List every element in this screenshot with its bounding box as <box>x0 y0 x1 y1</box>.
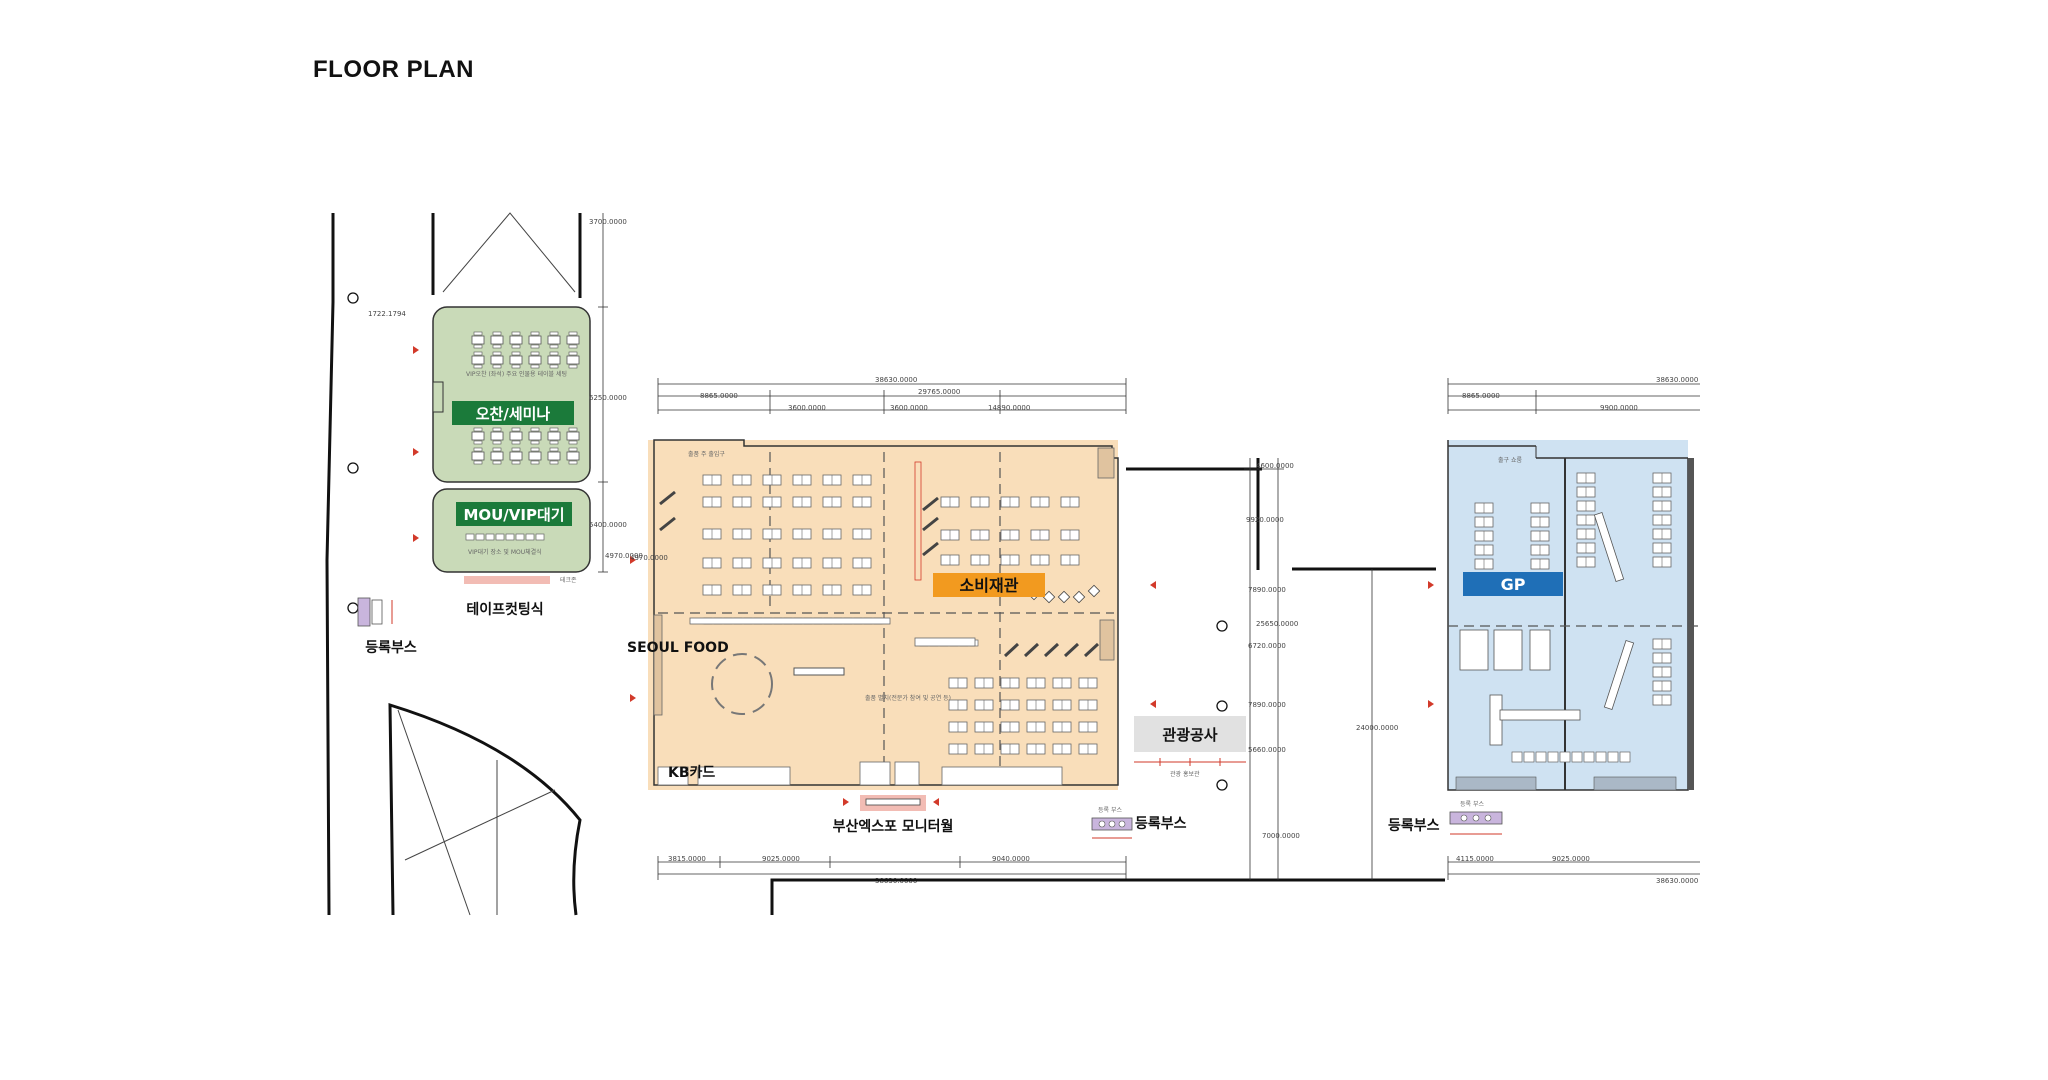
svg-text:7890.0000: 7890.0000 <box>1248 701 1286 709</box>
svg-text:4115.0000: 4115.0000 <box>1456 855 1494 863</box>
svg-text:테크존: 테크존 <box>560 576 577 584</box>
svg-text:4970.0000: 4970.0000 <box>630 554 668 562</box>
site-circle-markers <box>347 292 1228 791</box>
svg-text:9920.0000: 9920.0000 <box>1246 516 1284 524</box>
svg-text:3700.0000: 3700.0000 <box>589 218 627 226</box>
svg-text:38630.0000: 38630.0000 <box>1656 376 1698 384</box>
registration-booth-right: 등록 부스 등록부스 <box>1388 801 1503 835</box>
registration-booth-left: 등록부스 <box>357 597 417 656</box>
monitor-wall-label: 부산엑스포 모니터월 <box>833 818 954 835</box>
svg-text:4600.0000: 4600.0000 <box>1256 462 1294 470</box>
svg-text:5400.0000: 5400.0000 <box>589 521 627 529</box>
svg-text:4970.0000: 4970.0000 <box>605 552 643 560</box>
svg-text:38630.0000: 38630.0000 <box>1656 877 1698 885</box>
svg-text:7890.0000: 7890.0000 <box>1248 586 1286 594</box>
svg-text:6250.0000: 6250.0000 <box>589 394 627 402</box>
svg-text:VIP대기 장소 및 MOU체결식: VIP대기 장소 및 MOU체결식 <box>468 548 542 556</box>
svg-text:25650.0000: 25650.0000 <box>1256 620 1298 628</box>
registration-left-label: 등록부스 <box>365 640 417 656</box>
svg-text:9040.0000: 9040.0000 <box>992 855 1030 863</box>
seminar-label-bg <box>452 401 574 425</box>
mou-vip-label: MOU/VIP대기 <box>463 506 564 524</box>
svg-text:9025.0000: 9025.0000 <box>1552 855 1590 863</box>
svg-text:9900.0000: 9900.0000 <box>1600 404 1638 412</box>
svg-text:24000.0000: 24000.0000 <box>1356 724 1398 732</box>
svg-text:등록 부스: 등록 부스 <box>1460 801 1484 808</box>
svg-text:29765.0000: 29765.0000 <box>918 388 960 396</box>
svg-text:6720.0000: 6720.0000 <box>1248 642 1286 650</box>
main-hall: 소비재관 SEOUL FOOD KB카드 출품 주 출입구 출품 별치(전문가 … <box>627 439 1119 790</box>
registration-right-label: 등록부스 <box>1388 818 1440 834</box>
svg-text:출품 주 출입구: 출품 주 출입구 <box>688 450 725 458</box>
registration-center-label: 등록부스 <box>1135 816 1187 832</box>
corridor-walls <box>770 458 1445 915</box>
consumer-goods-label-bg <box>933 573 1045 597</box>
seminar-room: 오찬/세미나 VIP오찬 (좌석) 주요 인물용 테이블 세팅 <box>432 306 591 483</box>
site-outline <box>325 213 582 916</box>
tourism-org-booth: 관광공사 관광 홍보관 <box>1134 716 1246 778</box>
consumer-goods-label: 소비재관 <box>960 576 1019 595</box>
gp-label: GP <box>1501 575 1526 594</box>
svg-text:8865.0000: 8865.0000 <box>1462 392 1500 400</box>
svg-text:5660.0000: 5660.0000 <box>1248 746 1286 754</box>
svg-text:38630.0000: 38630.0000 <box>875 376 917 384</box>
tape-cutting-label: 테이프컷팅식 <box>466 601 543 618</box>
svg-text:VIP오찬 (좌석) 주요 인물용 테이블 세팅: VIP오찬 (좌석) 주요 인물용 테이블 세팅 <box>466 370 567 378</box>
page-title: FLOOR PLAN <box>313 56 474 83</box>
svg-text:등록 부스: 등록 부스 <box>1098 807 1122 814</box>
mou-vip-label-bg <box>456 502 572 526</box>
svg-text:관광 홍보관: 관광 홍보관 <box>1170 770 1200 778</box>
svg-text:출구 쇼룸: 출구 쇼룸 <box>1498 456 1522 464</box>
registration-booth-center: 등록 부스 등록부스 <box>1091 807 1187 839</box>
svg-text:9025.0000: 9025.0000 <box>762 855 800 863</box>
tourism-org-label: 관광공사 <box>1162 726 1217 744</box>
svg-text:출품 별치(전문가 참여 및 공연 등): 출품 별치(전문가 참여 및 공연 등) <box>865 694 951 702</box>
tape-cutting-stage <box>464 576 550 584</box>
kb-card-label: KB카드 <box>668 765 715 781</box>
seoul-food-label: SEOUL FOOD <box>627 640 729 656</box>
svg-text:7000.0000: 7000.0000 <box>1262 832 1300 840</box>
gp-label-bg <box>1463 572 1563 596</box>
svg-text:8865.0000: 8865.0000 <box>700 392 738 400</box>
svg-text:14890.0000: 14890.0000 <box>988 404 1030 412</box>
seminar-label: 오찬/세미나 <box>476 405 551 423</box>
svg-text:3600.0000: 3600.0000 <box>788 404 826 412</box>
svg-text:3600.0000: 3600.0000 <box>890 404 928 412</box>
mou-vip-room: MOU/VIP대기 VIP대기 장소 및 MOU체결식 <box>432 488 591 573</box>
gp-hall: GP 출구 쇼룸 <box>1447 440 1700 791</box>
svg-text:1722.1794: 1722.1794 <box>368 310 406 318</box>
svg-text:3815.0000: 3815.0000 <box>668 855 706 863</box>
